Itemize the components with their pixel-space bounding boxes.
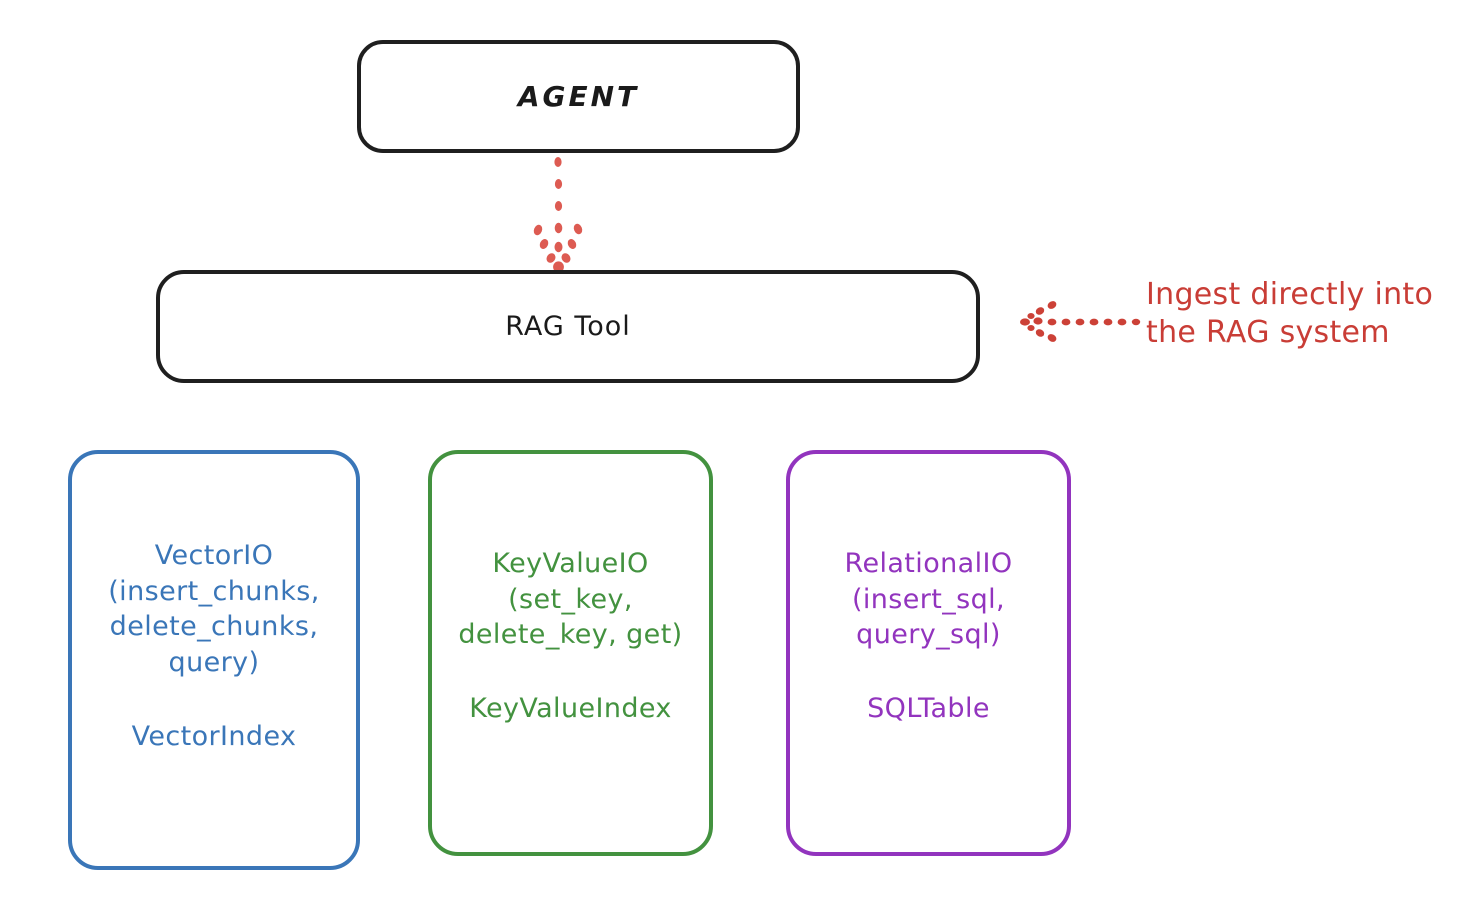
key-value-io-api-label: KeyValueIO (set_key, delete_key, get): [458, 548, 683, 651]
vector-io-node[interactable]: VectorIO (insert_chunks, delete_chunks, …: [68, 450, 360, 870]
ingest-dotted-arrow-icon: [1020, 301, 1141, 342]
vector-io-index-label: VectorIndex: [131, 720, 297, 752]
key-value-io-node[interactable]: KeyValueIO (set_key, delete_key, get) Ke…: [428, 450, 713, 856]
relational-io-api-label: RelationalIO (insert_sql, query_sql): [844, 548, 1013, 651]
agent-node[interactable]: AGENT: [357, 40, 800, 153]
key-value-io-index-label: KeyValueIndex: [469, 692, 672, 724]
rag-tool-node[interactable]: RAG Tool: [156, 270, 980, 383]
relational-io-node[interactable]: RelationalIO (insert_sql, query_sql) SQL…: [786, 450, 1071, 856]
agent-to-rag-dotted-arrow-icon: [533, 157, 583, 273]
ingest-annotation-text: Ingest directly into the RAG system: [1146, 277, 1434, 351]
agent-node-label: AGENT: [517, 80, 640, 113]
vector-io-api-label: VectorIO (insert_chunks, delete_chunks, …: [108, 540, 320, 678]
relational-io-index-label: SQLTable: [867, 692, 990, 724]
rag-tool-node-label: RAG Tool: [505, 311, 631, 342]
